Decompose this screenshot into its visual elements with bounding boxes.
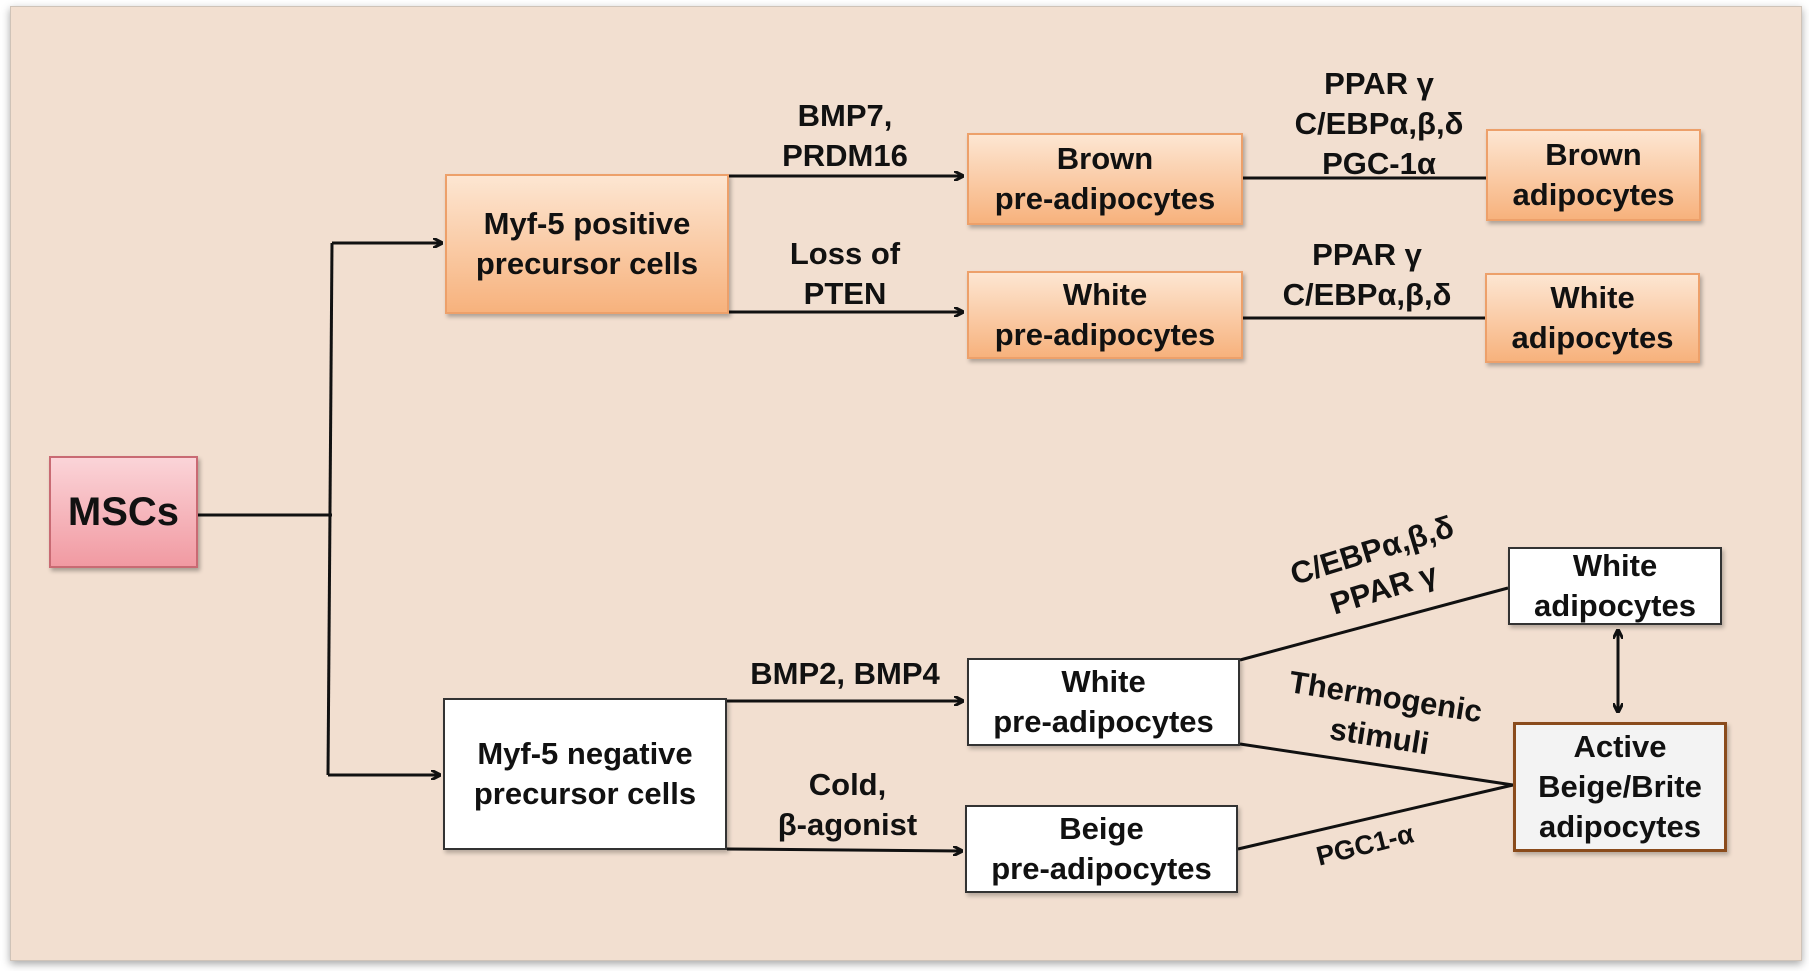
white-pre-bottom-line2: pre-adipocytes	[993, 704, 1214, 739]
active-beige-line3: adipocytes	[1539, 809, 1701, 844]
white-pre-top-line2: pre-adipocytes	[994, 317, 1216, 352]
myf5-negative-line1: Myf-5 negative	[477, 736, 693, 771]
white-adipo-top-line1: White	[1550, 280, 1635, 315]
brown-pre-adipocytes-node: Brown pre-adipocytes	[967, 133, 1243, 225]
label-bmp7-line2: PRDM16	[782, 138, 908, 173]
vertical-branch-line	[326, 242, 334, 776]
brown-adipo-line2: adipocytes	[1512, 177, 1675, 212]
mscs-label: MSCs	[67, 490, 180, 534]
label-pten-line2: PTEN	[803, 276, 887, 311]
label-bmp7-prdm16: BMP7, PRDM16	[755, 96, 935, 176]
label-white-factors-line2: C/EBPα,β,δ	[1282, 277, 1452, 312]
active-beige-line1: Active	[1573, 729, 1667, 764]
label-cold-beta-agonist: Cold, β-agonist	[755, 765, 940, 845]
label-cold-line2: β-agonist	[777, 807, 918, 842]
white-pre-bottom-line1: White	[1061, 664, 1146, 699]
active-beige-line2: Beige/Brite	[1538, 769, 1702, 804]
white-adipo-top-line2: adipocytes	[1511, 320, 1674, 355]
myf5-negative-node: Myf-5 negative precursor cells	[443, 698, 727, 850]
brown-pre-line1: Brown	[1056, 141, 1154, 176]
active-beige-brite-adipocytes-node: Active Beige/Brite adipocytes	[1513, 722, 1727, 852]
label-white-factors-line1: PPAR γ	[1312, 237, 1422, 272]
label-bmp2-bmp4: BMP2, BMP4	[750, 656, 940, 691]
white-pre-top-line1: White	[1062, 277, 1148, 312]
line-beige-pre-to-active	[1237, 783, 1514, 851]
mscs-node: MSCs	[49, 456, 198, 568]
label-cold-line1: Cold,	[808, 767, 887, 802]
label-loss-of-pten: Loss of PTEN	[755, 234, 935, 314]
beige-pre-line1: Beige	[1059, 811, 1144, 846]
label-white-factors: PPAR γ C/EBPα,β,δ	[1252, 235, 1482, 315]
white-adipocytes-top-node: White adipocytes	[1485, 273, 1700, 363]
myf5-positive-node: Myf-5 positive precursor cells	[445, 174, 729, 314]
beige-pre-adipocytes-node: Beige pre-adipocytes	[965, 805, 1238, 893]
label-bmp7-line1: BMP7,	[797, 98, 893, 133]
arrow-to-beige-pre	[726, 849, 962, 851]
myf5-positive-line2: precursor cells	[475, 246, 699, 281]
white-adipocytes-bottom-node: White adipocytes	[1508, 547, 1722, 625]
line-white-pre-to-white-adipo	[1239, 586, 1509, 662]
white-pre-adipocytes-top-node: White pre-adipocytes	[967, 271, 1243, 359]
brown-adipo-line1: Brown	[1545, 137, 1642, 172]
label-brown-factors: PPAR γ C/EBPα,β,δ PGC-1α	[1264, 64, 1494, 184]
label-pten-line1: Loss of	[789, 236, 901, 271]
beige-pre-line2: pre-adipocytes	[991, 851, 1212, 886]
myf5-positive-line1: Myf-5 positive	[483, 206, 691, 241]
label-brown-factors-line1: PPAR γ	[1324, 66, 1434, 101]
line-white-pre-to-active	[1239, 742, 1514, 787]
brown-adipocytes-node: Brown adipocytes	[1486, 129, 1701, 221]
white-pre-adipocytes-bottom-node: White pre-adipocytes	[967, 658, 1240, 746]
label-brown-factors-line2: C/EBPα,β,δ	[1294, 106, 1464, 141]
white-adipo-bottom-line1: White	[1572, 548, 1658, 583]
white-adipo-bottom-line2: adipocytes	[1534, 588, 1696, 623]
brown-pre-line2: pre-adipocytes	[994, 181, 1216, 216]
myf5-negative-line2: precursor cells	[473, 776, 697, 811]
label-brown-factors-line3: PGC-1α	[1322, 146, 1436, 181]
